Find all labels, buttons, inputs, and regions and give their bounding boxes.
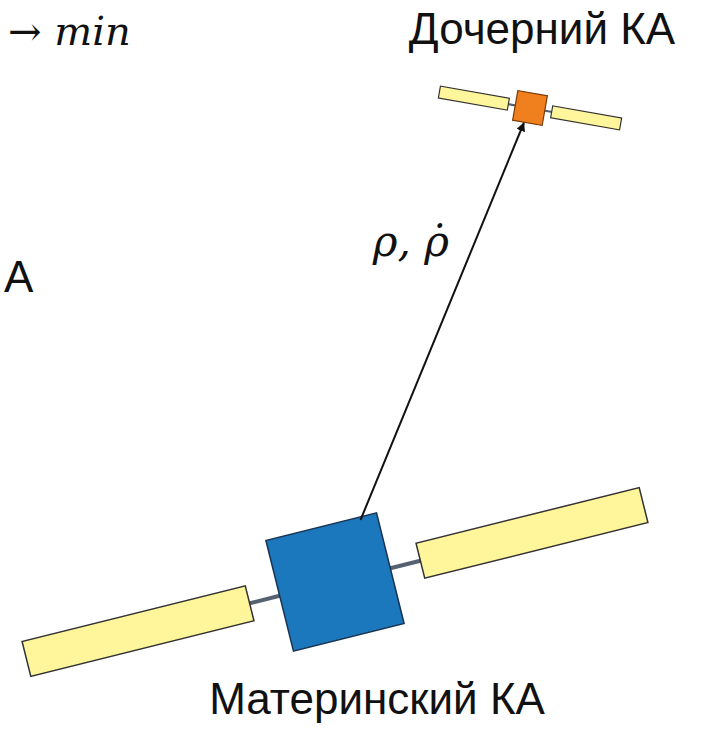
satellite-node: Дочерний КА bbox=[515, 93, 545, 123]
panel-rod bbox=[248, 595, 282, 603]
free-label: А bbox=[4, 252, 33, 302]
satellite-heading: Материнский КА bbox=[209, 674, 545, 725]
satellite-heading: Дочерний КА bbox=[409, 4, 675, 55]
daughter-satellite bbox=[437, 77, 623, 138]
satellite-body bbox=[513, 91, 548, 126]
solar-panel bbox=[416, 488, 648, 579]
free-label: → min bbox=[8, 8, 131, 54]
solar-panel bbox=[551, 106, 622, 130]
range-vector-arrow bbox=[361, 123, 524, 520]
edge-label: ρ, ρ̇ bbox=[369, 217, 453, 267]
satellite-body bbox=[266, 513, 404, 651]
solar-panel bbox=[438, 86, 509, 110]
solar-panel bbox=[22, 586, 254, 677]
panel-rod bbox=[388, 560, 422, 568]
satellite-node: Материнский КА bbox=[290, 520, 380, 644]
